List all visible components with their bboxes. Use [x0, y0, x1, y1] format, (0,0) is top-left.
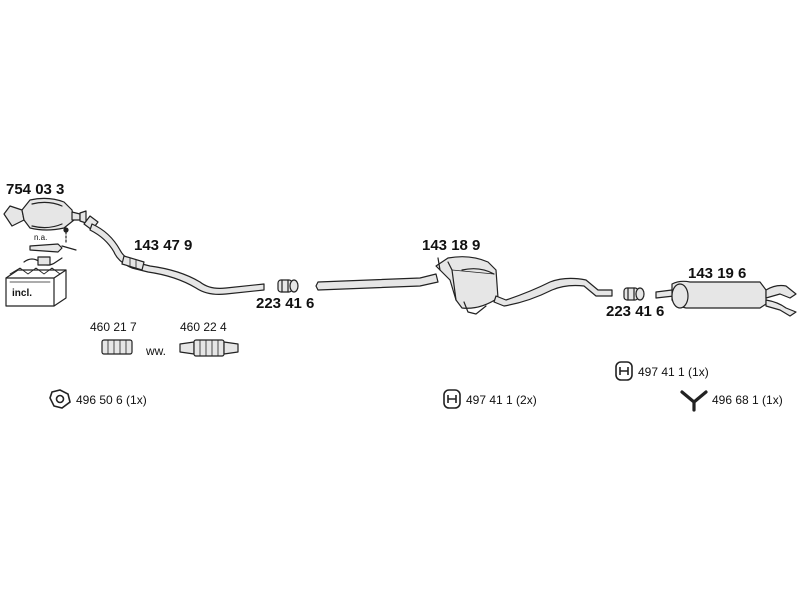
pipe-clamp-icon — [277, 279, 299, 293]
rubber-hanger-icon — [615, 361, 633, 381]
accessory-y-gasket: 496 68 1 (1x) — [712, 393, 783, 407]
y-gasket-icon — [680, 390, 708, 412]
kit-label: incl. — [12, 288, 33, 299]
part-number-catalytic-converter: 754 03 3 — [6, 181, 65, 198]
part-number-front-pipe: 143 47 9 — [134, 237, 193, 254]
flex-pipe-separator: ww. — [146, 344, 167, 358]
part-number-rear-silencer: 143 19 6 — [688, 265, 747, 282]
catalytic-converter-icon — [3, 197, 87, 231]
flex-pipe-icon — [179, 339, 239, 357]
part-number-flex-pipe-a: 460 21 7 — [90, 320, 137, 334]
accessory-rubber-hanger-2x: 497 41 1 (2x) — [466, 393, 537, 407]
accessory-rubber-hanger-1x: 497 41 1 (1x) — [638, 365, 709, 379]
part-note-not-available: n.a. — [34, 233, 48, 242]
middle-silencer-icon — [315, 256, 613, 315]
rubber-hanger-icon — [443, 389, 461, 409]
front-pipe-icon — [83, 215, 265, 295]
part-number-flex-pipe-b: 460 22 4 — [180, 320, 227, 334]
gasket-ring-icon — [49, 389, 71, 409]
part-number-middle-silencer: 143 18 9 — [422, 237, 481, 254]
pipe-clamp-icon — [623, 287, 645, 301]
part-number-clamp-right: 223 41 6 — [606, 303, 665, 320]
part-number-clamp-left: 223 41 6 — [256, 295, 315, 312]
rear-silencer-icon — [655, 280, 797, 317]
oxygen-sensor-icon — [23, 227, 77, 266]
kit-box-icon — [5, 267, 67, 307]
flex-pipe-icon — [101, 339, 133, 355]
accessory-gasket-ring: 496 50 6 (1x) — [76, 393, 147, 407]
